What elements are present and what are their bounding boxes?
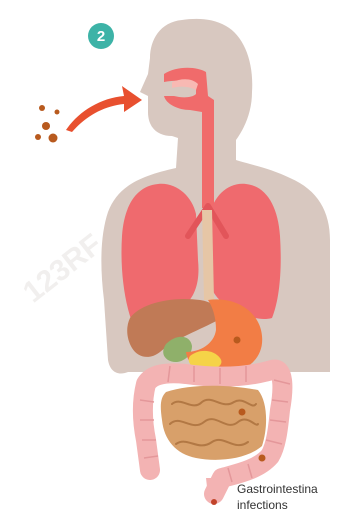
particle [49, 134, 58, 143]
germ-colon [259, 455, 266, 462]
particle [55, 110, 60, 115]
caption-line-1: Gastrointestina [237, 482, 318, 496]
particle [42, 122, 50, 130]
rectum [206, 478, 222, 496]
step-number: 2 [97, 28, 105, 45]
anal-opening [211, 499, 217, 505]
airborne-particles [35, 105, 60, 143]
watermark: 123RF [17, 228, 108, 309]
arrow-icon [66, 86, 142, 132]
particle [39, 105, 45, 111]
caption-line-2: infections [237, 498, 288, 512]
right-lung [208, 184, 281, 319]
germ-intestine [239, 409, 246, 416]
small-intestine [161, 386, 266, 460]
germ-stomach [234, 337, 241, 344]
esophagus [202, 210, 214, 300]
particle [35, 134, 41, 140]
